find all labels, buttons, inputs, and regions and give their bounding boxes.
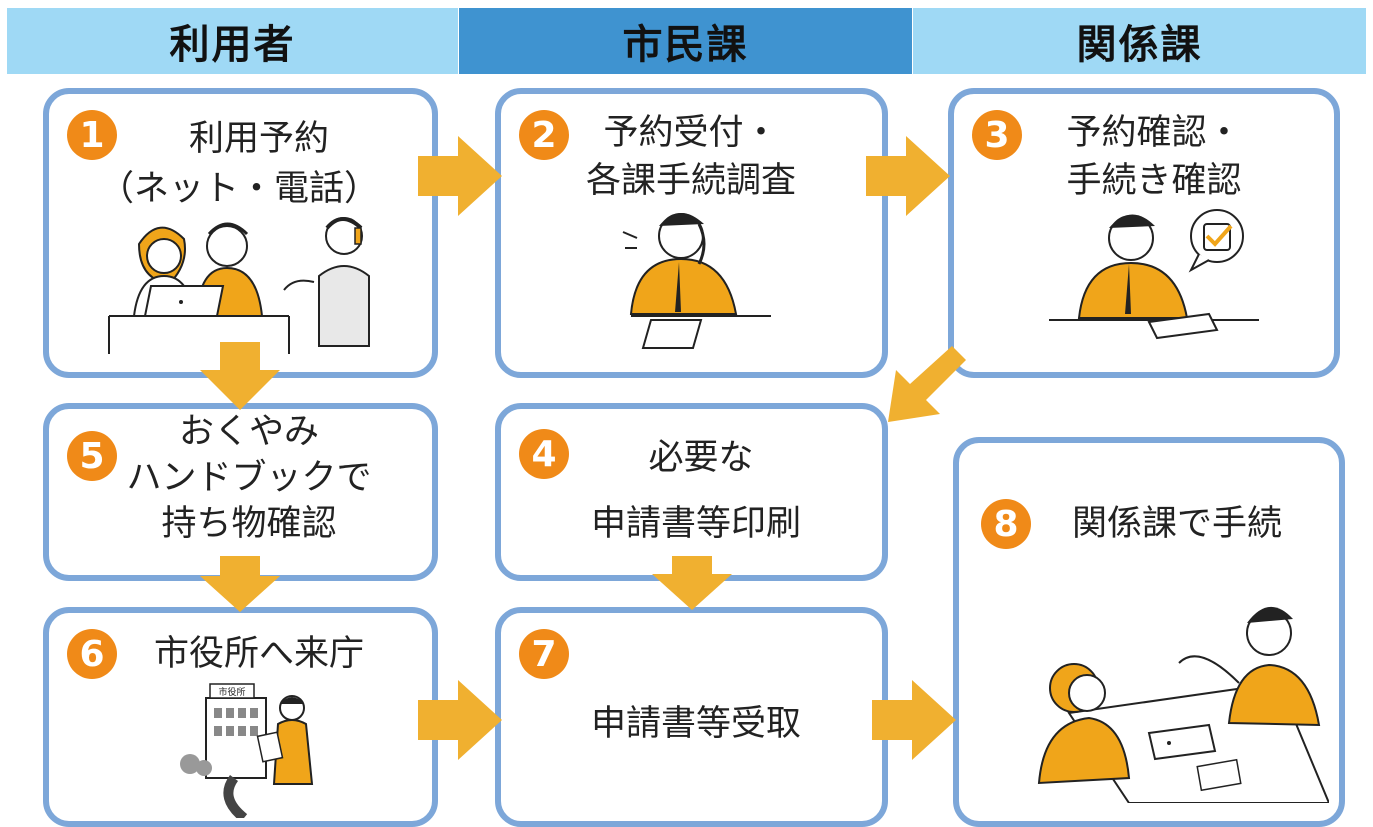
consultation-illustration [1037, 606, 1329, 803]
step-4-number: 4 [519, 429, 569, 479]
step-3-text-line-1: 予約確認・ [1066, 113, 1242, 153]
arrow-4-to-7 [652, 556, 732, 610]
step-7-text-line-1: 申請書等受取 [590, 704, 801, 744]
step-1-box: 1 利用予約 （ネット・電話） [43, 88, 438, 378]
step-5-box: 5 おくやみ ハンドブックで 持ち物確認 [43, 403, 438, 581]
step-4-text-line-1: 必要な [648, 438, 754, 478]
step-1-text-line-2: （ネット・電話） [98, 169, 379, 209]
step-5-text-line-2: ハンドブックで [126, 458, 372, 498]
header-citizen-division: 市民課 [459, 8, 912, 74]
step-6-number: 6 [67, 629, 117, 679]
step-7-box: 7 申請書等受取 [495, 607, 888, 827]
step-8-text-line-1: 関係課で手続 [1071, 504, 1282, 544]
step-2-text-line-2: 各課手続調査 [585, 161, 796, 201]
step-6-text-line-1: 市役所へ来庁 [153, 634, 364, 674]
phone-users-illustration [108, 217, 370, 354]
step-3-box: 3 予約確認・ 手続き確認 [948, 88, 1340, 378]
step-3-number: 3 [972, 110, 1022, 160]
arrow-2-to-3 [866, 136, 950, 216]
step-2-number: 2 [519, 110, 569, 160]
step-8-box: 8 関係課で手続 [953, 437, 1345, 827]
arrow-7-to-8 [872, 680, 956, 760]
step-1-number: 1 [67, 110, 117, 160]
arrow-3-to-4 [888, 346, 966, 422]
step-6-box: 6 市役所へ来庁 市役所 [43, 607, 438, 827]
arrow-6-to-7 [418, 680, 502, 760]
step-1-text-line-1: 利用予約 [188, 119, 329, 159]
arrow-1-to-5 [200, 342, 280, 410]
step-4-box: 4 必要な 申請書等印刷 [495, 403, 888, 581]
step-5-text-line-1: おくやみ [178, 412, 319, 452]
checking-clerk-illustration [1049, 209, 1259, 340]
city-hall-visitor-illustration: 市役所 [180, 683, 314, 818]
arrow-1-to-2 [418, 136, 502, 216]
step-2-text-line-1: 予約受付・ [603, 113, 779, 153]
step-8-number: 8 [981, 499, 1031, 549]
building-sign: 市役所 [218, 686, 245, 698]
step-2-box: 2 予約受付・ 各課手続調査 [495, 88, 888, 378]
arrow-5-to-6 [200, 556, 280, 612]
step-5-number: 5 [67, 431, 117, 481]
phone-clerk-illustration [622, 212, 771, 349]
header-related-division: 関係課 [913, 8, 1366, 74]
step-3-text-line-2: 手続き確認 [1066, 161, 1242, 201]
step-5-text-line-3: 持ち物確認 [161, 504, 337, 544]
header-user: 利用者 [7, 8, 458, 74]
step-4-text-line-2: 申請書等印刷 [590, 504, 801, 544]
step-7-number: 7 [519, 629, 569, 679]
